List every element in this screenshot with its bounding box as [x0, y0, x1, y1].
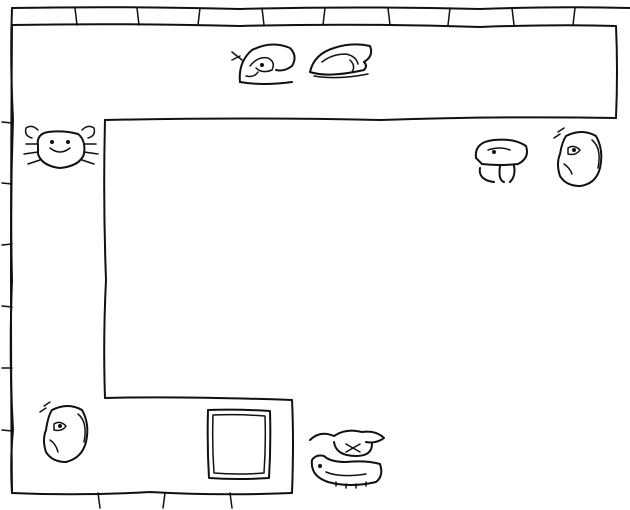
empty-cartouche [208, 410, 271, 479]
bottom-ticks [98, 493, 232, 508]
outer-border [11, 7, 630, 494]
top-ticks [75, 8, 575, 25]
glyph-block-top-left-icon [232, 44, 295, 84]
inner-border [11, 24, 617, 493]
glyph-head-bottom-left-icon [40, 402, 87, 462]
glyph-block-bottom-right-icon [310, 431, 384, 488]
glyph-block-top-right-icon [310, 44, 371, 77]
glyph-block-right-a-icon [476, 140, 527, 182]
glyph-head-right-icon [554, 128, 601, 186]
glyph-crab-icon [24, 126, 98, 168]
